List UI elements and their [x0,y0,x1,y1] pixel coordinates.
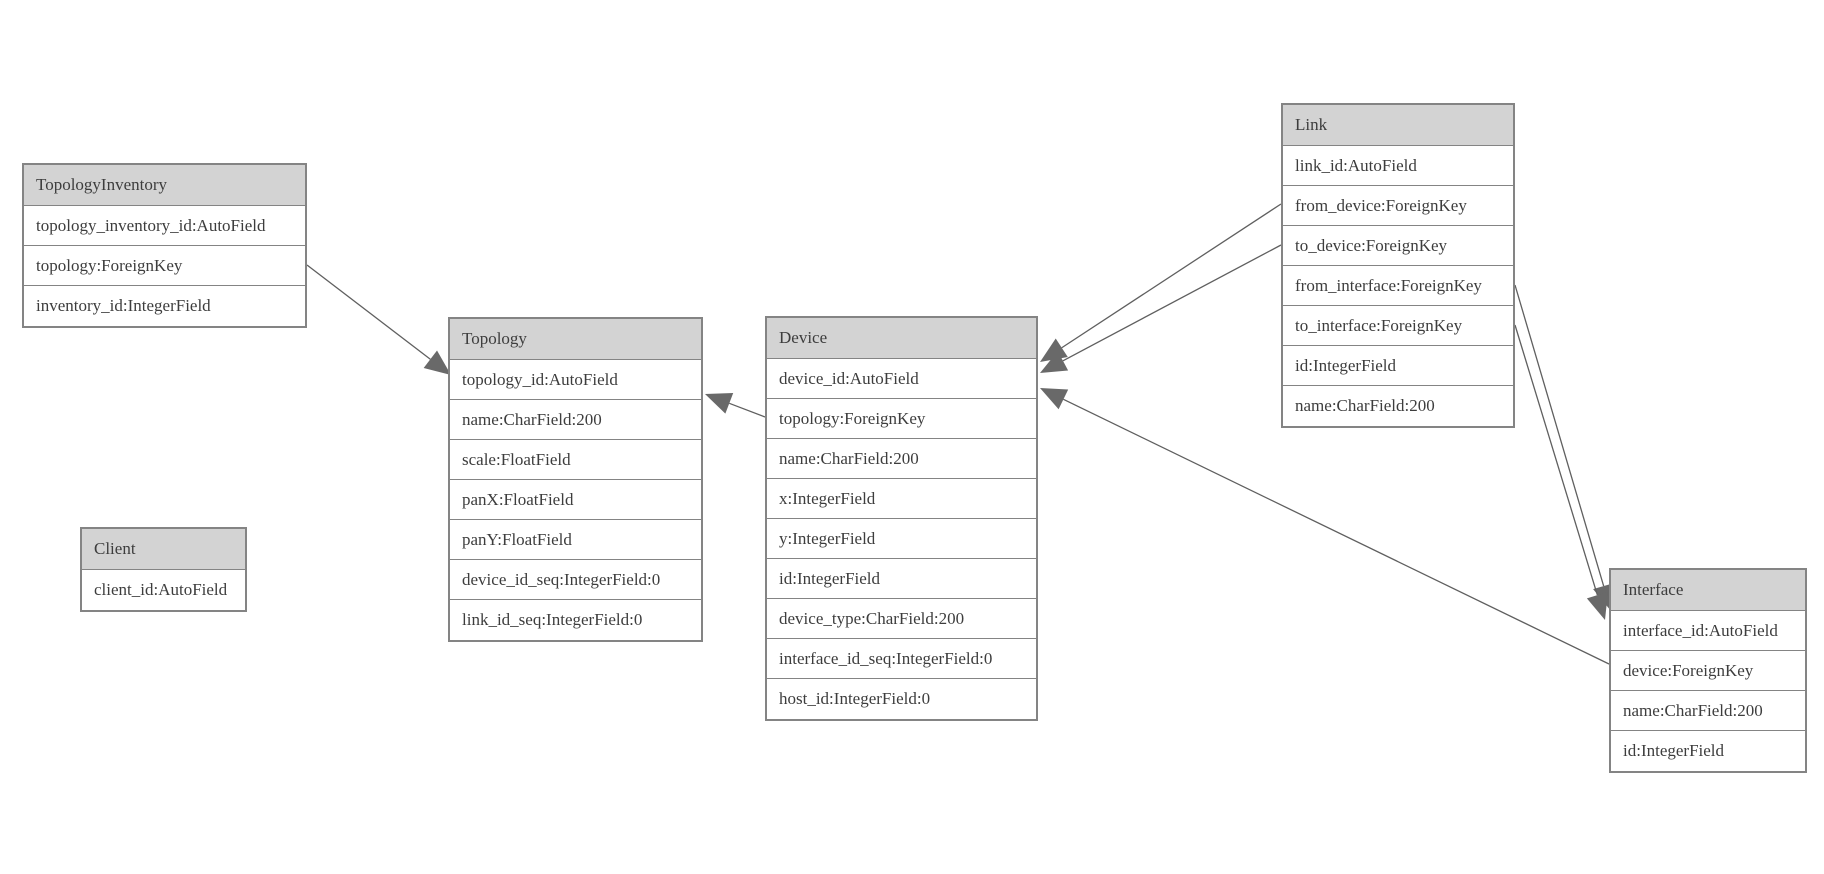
field-row: name:CharField:200 [450,400,701,440]
field-row: name:CharField:200 [1611,691,1805,731]
field-row: id:IntegerField [767,559,1036,599]
field-row: host_id:IntegerField:0 [779,689,931,708]
field-row: device_type:CharField:200 [767,599,1036,639]
edge-device-topology [729,402,766,418]
field-row: topology_inventory_id:AutoField [24,206,305,246]
entity-title: Client [82,529,245,570]
field-row: to_device:ForeignKey [1283,226,1513,266]
field-row: device:ForeignKey [1611,651,1805,691]
field-row: interface_id_seq:IntegerField:0 [767,639,1036,679]
field-row: x:IntegerField [767,479,1036,519]
field-row: from_interface:ForeignKey [1283,266,1513,306]
entity-title: Link [1283,105,1513,146]
field-row: panY:FloatField [450,520,701,560]
field-row: link_id:AutoField [1283,146,1513,186]
entity-client: Client client_id:AutoField [80,527,247,612]
edge-interface-device [1063,398,1610,665]
field-row: topology_id:AutoField [450,360,701,400]
field-row: name:CharField:200 [767,439,1036,479]
entity-title: TopologyInventory [24,165,305,206]
field-row: client_id:AutoField [94,580,228,599]
field-row: scale:FloatField [450,440,701,480]
arrowhead-icon-device-topology [705,393,734,414]
field-row: to_interface:ForeignKey [1283,306,1513,346]
field-row: device_id:AutoField [767,359,1036,399]
field-row: id:IntegerField [1283,346,1513,386]
arrowhead-icon-link-to_device-device [1040,351,1069,373]
arrowhead-icon-link-to_interface-interface [1586,591,1608,620]
entity-title: Device [767,318,1036,359]
edge-link-from_interface-interface [1514,284,1605,587]
field-row: y:IntegerField [767,519,1036,559]
field-row: interface_id:AutoField [1611,611,1805,651]
entity-title: Interface [1611,570,1805,611]
field-row: inventory_id:IntegerField [36,296,211,315]
edge-link-from_device-device [1061,203,1282,349]
field-row: topology:ForeignKey [767,399,1036,439]
field-row: topology:ForeignKey [24,246,305,286]
field-row: from_device:ForeignKey [1283,186,1513,226]
field-row: device_id_seq:IntegerField:0 [450,560,701,600]
arrowhead-icon-topologyinventory-topology [423,350,451,375]
field-row: panX:FloatField [450,480,701,520]
edge-link-to_device-device [1062,244,1282,362]
edge-topologyinventory-topology [306,264,431,360]
edge-link-to_interface-interface [1514,324,1599,596]
field-row: name:CharField:200 [1295,396,1435,415]
field-row: id:IntegerField [1623,741,1725,760]
field-row: link_id_seq:IntegerField:0 [462,610,643,629]
arrowhead-icon-link-from_device-device [1040,338,1068,362]
arrowhead-icon-interface-device [1040,388,1069,410]
entity-title: Topology [450,319,701,360]
